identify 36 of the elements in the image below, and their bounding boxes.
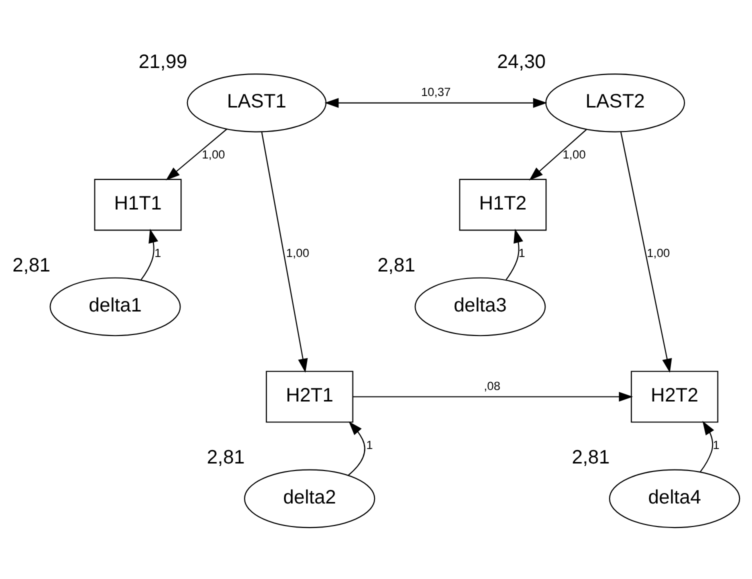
node-label: 21,99 <box>138 50 188 72</box>
node-label: 2,81 <box>12 254 50 276</box>
node-box: H1T2 <box>459 178 547 230</box>
node-ellipse: delta4 <box>609 468 740 528</box>
arrow <box>700 420 714 472</box>
edge-label: 1 <box>154 245 162 260</box>
edge-label: ,08 <box>484 378 500 393</box>
node-label: 2,81 <box>377 254 416 276</box>
edge-label: 1 <box>518 245 526 260</box>
edge-label: 1 <box>712 437 720 452</box>
node-ellipse: LAST2 <box>545 73 686 132</box>
edge-label: 1,00 <box>202 147 226 162</box>
node-ellipse: delta3 <box>414 276 546 336</box>
arrow <box>348 420 366 476</box>
node-box: H2T1 <box>266 370 354 422</box>
node-label: 24,30 <box>497 50 546 72</box>
arrow <box>140 228 158 280</box>
edge-label: 1,00 <box>646 245 670 260</box>
node-box: H1T1 <box>94 178 182 230</box>
edge-label: 10,37 <box>421 84 451 99</box>
node-ellipse: delta1 <box>50 276 181 336</box>
arrow <box>166 128 228 180</box>
node-box: H2T2 <box>630 370 718 422</box>
node-ellipse: LAST1 <box>186 73 327 132</box>
arrow <box>324 98 548 108</box>
node-ellipse: delta2 <box>244 468 376 528</box>
arrow <box>261 131 308 372</box>
edge-label: 1 <box>366 437 373 452</box>
arrow <box>620 131 672 372</box>
edge-label: 1,00 <box>562 147 586 162</box>
arrow <box>529 128 587 180</box>
node-label: 2,81 <box>572 446 610 468</box>
node-label: 2,81 <box>206 446 245 468</box>
arrow <box>506 228 524 280</box>
arrow <box>352 391 633 402</box>
edge-label: 1,00 <box>286 245 310 260</box>
